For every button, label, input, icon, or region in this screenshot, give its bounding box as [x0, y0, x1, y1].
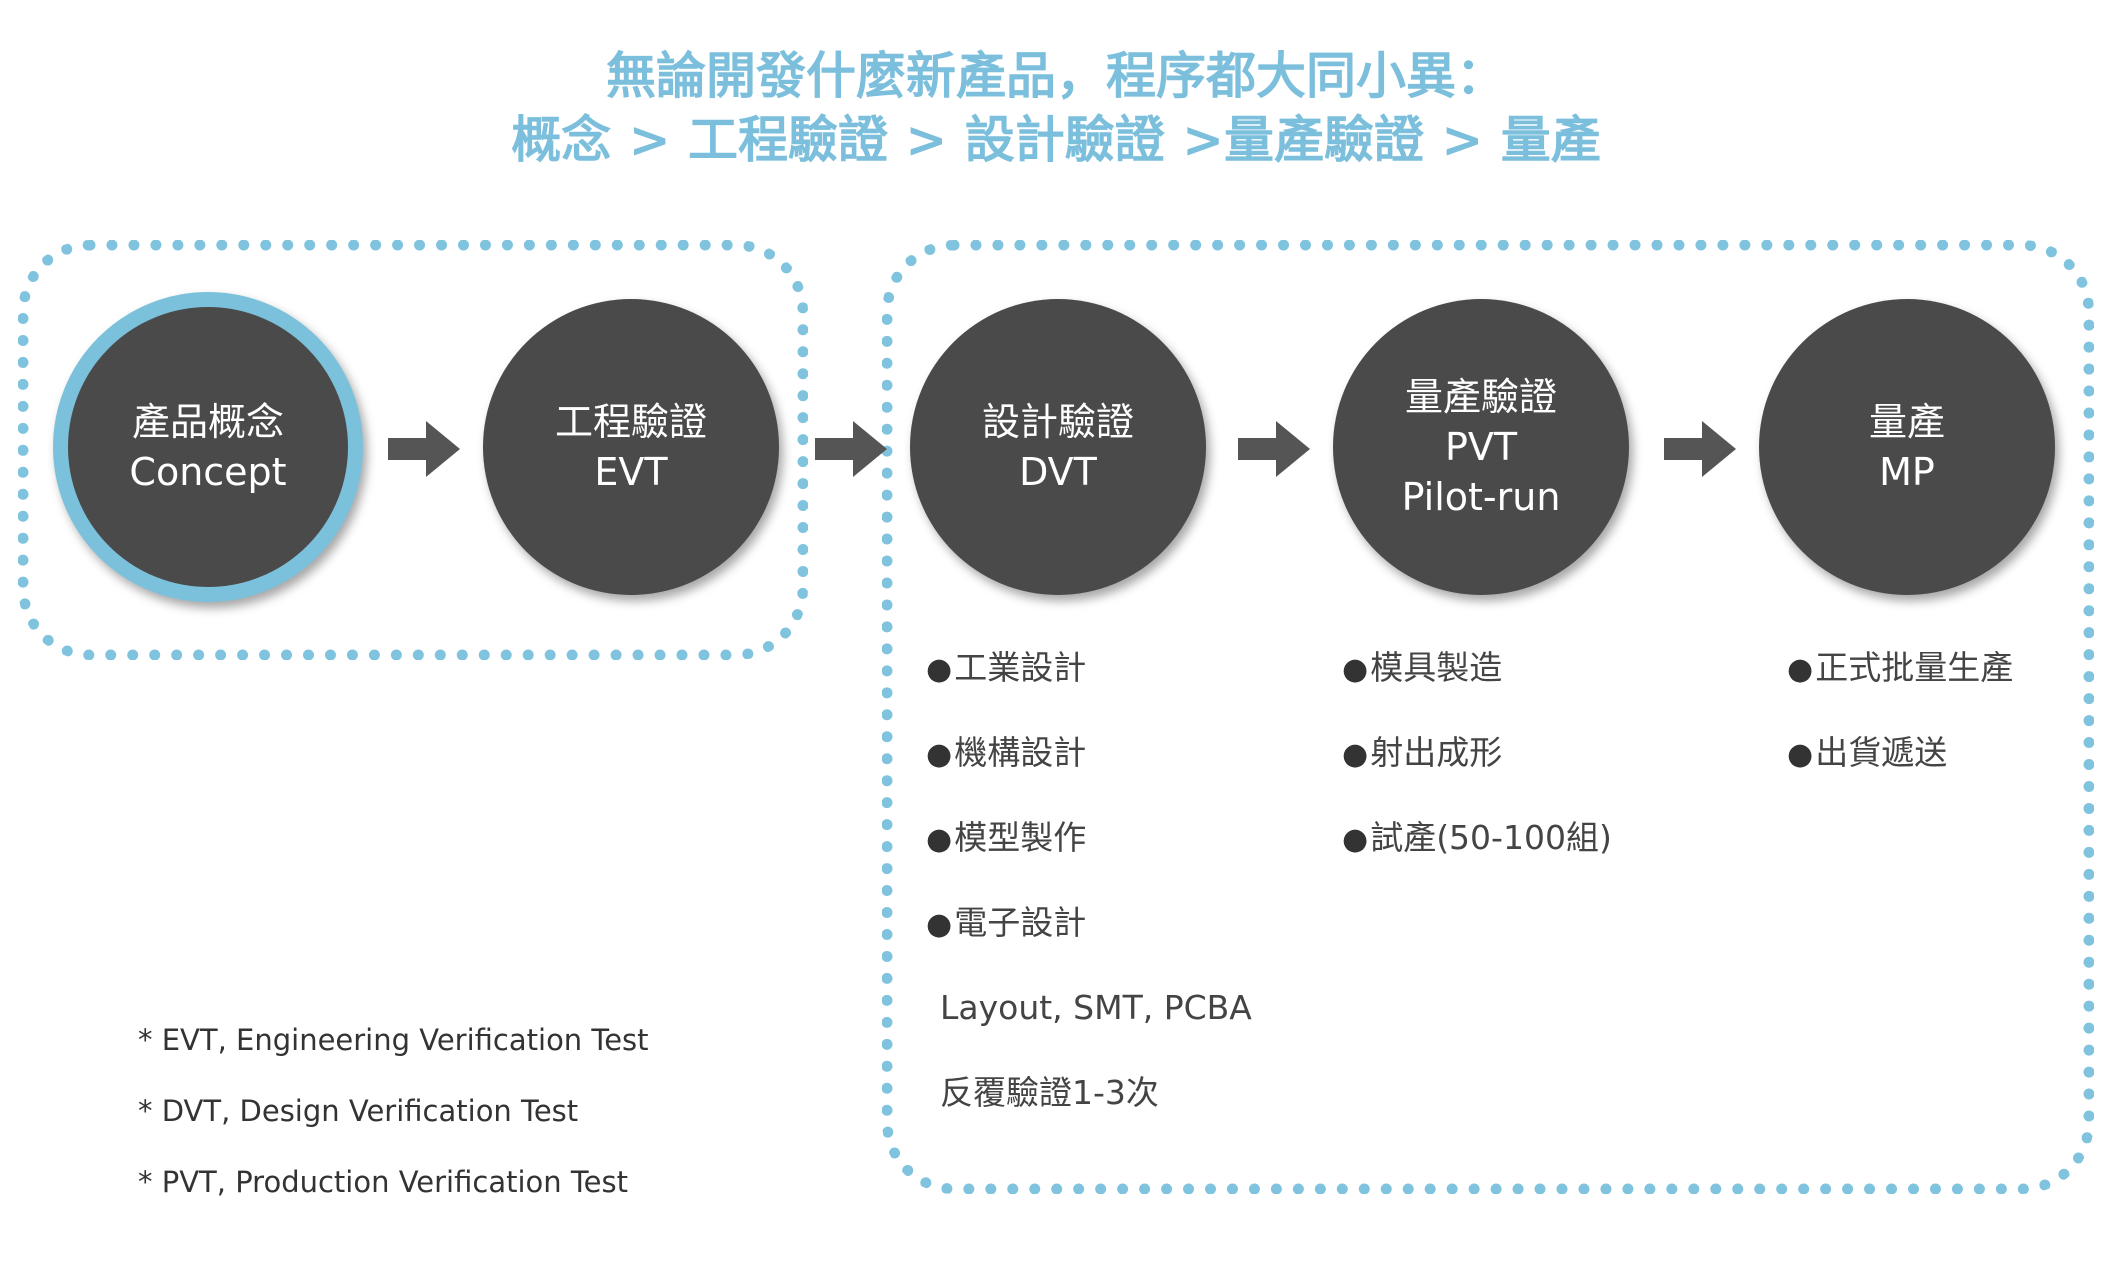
- bullet-dot-icon: ●: [926, 652, 953, 687]
- bullet-dot-icon: ●: [1342, 737, 1369, 772]
- stage-pvt-label-en: PVT: [1444, 425, 1518, 469]
- list-item: ●出貨遞送: [1787, 733, 1948, 772]
- pvt-detail-list: ●模具製造 ●射出成形 ●試產(50-100組): [1342, 648, 1612, 903]
- arrow-right-icon: [1664, 421, 1736, 477]
- stage-mp: 量產 MP: [1759, 299, 2055, 595]
- bullet-dot-icon: ●: [1787, 652, 1814, 687]
- footnote-pvt: * PVT, Production Verification Test: [138, 1165, 628, 1199]
- arrow-right-icon: [815, 421, 887, 477]
- footnote-dvt: * DVT, Design Verification Test: [138, 1094, 579, 1128]
- list-item: ●試產(50-100組): [1342, 818, 1612, 857]
- stage-evt-label-en: EVT: [594, 450, 668, 494]
- bullet-dot-icon: ●: [926, 907, 953, 942]
- dvt-note-layout: Layout, SMT, PCBA: [940, 988, 1252, 1027]
- title-line-1: 無論開發什麼新產品，程序都大同小異：: [606, 47, 1506, 105]
- dvt-note-iterations: 反覆驗證1-3次: [940, 1073, 1159, 1112]
- arrow-right-icon: [1238, 421, 1310, 477]
- bullet-dot-icon: ●: [926, 822, 953, 857]
- stage-dvt: 設計驗證 DVT: [910, 299, 1206, 595]
- title-line-2: 概念 > 工程驗證 > 設計驗證 >量產驗證 > 量產: [511, 111, 1601, 169]
- stage-evt-label-zh: 工程驗證: [554, 400, 707, 444]
- bullet-dot-icon: ●: [1342, 652, 1369, 687]
- list-item: ●正式批量生產: [1787, 648, 2014, 687]
- stage-evt: 工程驗證 EVT: [483, 299, 779, 595]
- bullet-dot-icon: ●: [926, 737, 953, 772]
- list-item: ●機構設計: [926, 733, 1087, 772]
- stage-concept-label-zh: 產品概念: [131, 400, 284, 444]
- stage-concept-label-en: Concept: [129, 450, 287, 494]
- stage-mp-label-en: MP: [1879, 450, 1935, 494]
- footnote-evt: * EVT, Engineering Verification Test: [138, 1023, 649, 1057]
- list-item: ●模具製造: [1342, 648, 1503, 687]
- stage-mp-label-zh: 量產: [1868, 400, 1945, 444]
- list-item: ●工業設計: [926, 648, 1087, 687]
- stage-concept: 產品概念 Concept: [53, 292, 363, 602]
- list-item: ●電子設計: [926, 903, 1087, 942]
- stage-dvt-label-en: DVT: [1019, 450, 1097, 494]
- bullet-dot-icon: ●: [1787, 737, 1814, 772]
- stage-pvt-label-zh: 量產驗證: [1404, 375, 1557, 419]
- footnotes: * EVT, Engineering Verification Test * D…: [138, 1022, 649, 1235]
- group-box-dvt-pvt-mp: [882, 240, 2094, 1194]
- arrow-right-icon: [388, 421, 460, 477]
- bullet-dot-icon: ●: [1342, 822, 1369, 857]
- mp-detail-list: ●正式批量生產 ●出貨遞送: [1787, 648, 2013, 818]
- list-item: ●射出成形: [1342, 733, 1503, 772]
- dvt-detail-list: ●工業設計 ●機構設計 ●模型製作 ●電子設計 Layout, SMT, PCB…: [926, 648, 1252, 1158]
- list-item: ●模型製作: [926, 818, 1087, 857]
- stage-pvt: 量產驗證 PVT Pilot-run: [1333, 299, 1629, 595]
- group-box-concept-evt: [18, 240, 808, 660]
- stage-dvt-label-zh: 設計驗證: [981, 400, 1134, 444]
- stage-pvt-label-sub: Pilot-run: [1401, 475, 1561, 519]
